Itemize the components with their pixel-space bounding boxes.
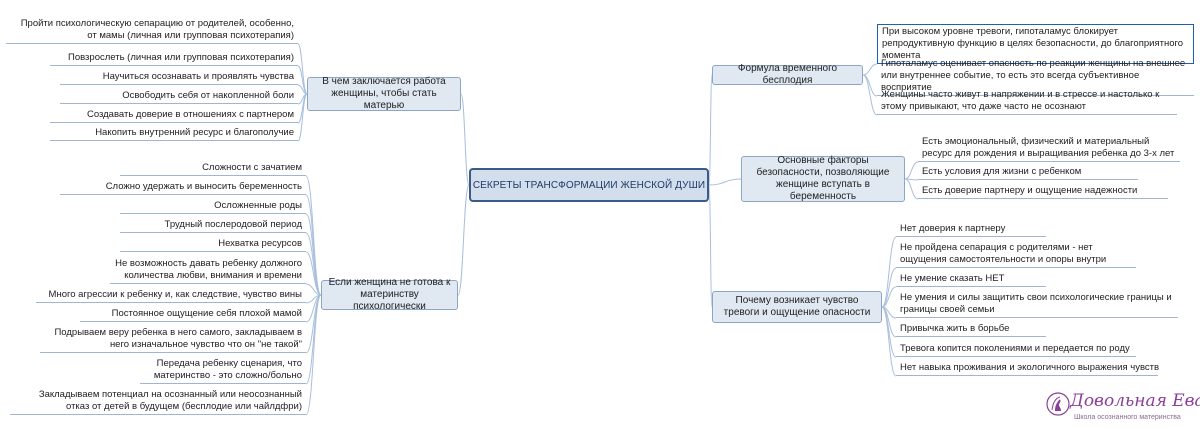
notready-item-7[interactable]: Много агрессии к ребенку и, как следстви… — [36, 289, 306, 303]
branch-safety-factors[interactable]: Основные факторы безопасности, позволяющ… — [741, 155, 905, 202]
branch-work-to-become-mother[interactable]: В чем заключается работа женщины, чтобы … — [307, 76, 461, 111]
notready-item-11[interactable]: Закладываем потенциал на осознанный или … — [10, 389, 306, 415]
anxiety-item-2[interactable]: Не пройдена сепарация с родителями - нет… — [896, 242, 1136, 268]
notready-item-1[interactable]: Сложности с зачатием — [120, 162, 306, 176]
connector-27 — [708, 184, 713, 308]
safety-item-1[interactable]: Есть эмоциональный, физический и материа… — [918, 136, 1180, 162]
safety-item-2[interactable]: Есть условия для жизни с ребенком — [918, 166, 1138, 180]
anxiety-item-7[interactable]: Нет навыка проживания и экологичного выр… — [896, 362, 1159, 376]
connector-1 — [297, 43, 308, 95]
connector-22 — [862, 74, 878, 116]
formula-item-2[interactable]: Гипоталамус оценивает опасность по реакц… — [877, 58, 1194, 96]
notready-item-9[interactable]: Подрываем веру ребенка в него самого, за… — [40, 327, 306, 353]
notready-item-6[interactable]: Не возможность давать ребенку должного к… — [110, 258, 306, 284]
branch-temporary-infertility-formula[interactable]: Формула временного бесплодия — [712, 63, 863, 86]
connector-24 — [904, 161, 919, 180]
connector-26 — [904, 178, 919, 200]
connector-19 — [708, 74, 713, 186]
work-item-1[interactable]: Пройти психологическую сепарацию от роди… — [6, 18, 298, 44]
notready-item-10[interactable]: Передача ребенку сценария, что материнст… — [140, 358, 306, 384]
connector-9 — [305, 194, 322, 296]
anxiety-item-4[interactable]: Не умения и силы защитить свои психологи… — [896, 292, 1178, 318]
connector-34 — [881, 306, 897, 377]
connector-33 — [881, 306, 897, 358]
work-item-3[interactable]: Научиться осознавать и проявлять чувства — [60, 71, 298, 85]
notready-item-4[interactable]: Трудный послеродовой период — [120, 219, 306, 233]
school-logo: Довольная Ева Школа осознанного материнс… — [1046, 390, 1200, 428]
work-item-5[interactable]: Создавать доверие в отношениях с партнер… — [50, 109, 298, 123]
notready-item-2[interactable]: Сложно удержать и выносить беременность — [60, 181, 306, 195]
logo-title: Довольная Ева — [1070, 391, 1200, 411]
connector-6 — [297, 93, 308, 142]
connector-18 — [305, 294, 322, 416]
woman-silhouette-icon — [1046, 392, 1070, 416]
formula-item-3[interactable]: Женщины часто живут в напряжении и в стр… — [877, 89, 1177, 115]
work-item-6[interactable]: Накопить внутренний ресурс и благополучи… — [50, 127, 298, 141]
connector-30 — [881, 286, 897, 308]
anxiety-item-1[interactable]: Нет доверия к партнеру — [896, 223, 1046, 237]
work-item-2[interactable]: Повзрослеть (личная или групповая психот… — [50, 52, 298, 66]
connector-2 — [297, 65, 308, 95]
connector-20 — [862, 63, 878, 76]
connector-12 — [305, 251, 322, 296]
safety-item-3[interactable]: Есть доверие партнеру и ощущение надежно… — [918, 185, 1168, 199]
branch-not-ready[interactable]: Если женщина не готова к материнству пси… — [321, 277, 458, 312]
anxiety-item-5[interactable]: Привычка жить в борьбе — [896, 323, 1046, 337]
logo-subtitle: Школа осознанного материнства — [1074, 414, 1181, 421]
notready-item-3[interactable]: Осложненные роды — [120, 200, 306, 214]
connector-0 — [460, 93, 470, 186]
formula-item-1[interactable]: При высоком уровне тревоги, гипоталамус … — [877, 24, 1194, 64]
branch-why-anxiety[interactable]: Почему возникает чувство тревоги и ощуще… — [712, 291, 882, 323]
anxiety-item-6[interactable]: Тревога копится поколениями и передается… — [896, 343, 1136, 357]
connector-7 — [457, 184, 470, 296]
connector-23 — [708, 178, 742, 186]
notready-item-8[interactable]: Постоянное ощущение себя плохой мамой — [80, 308, 306, 322]
central-topic[interactable]: СЕКРЕТЫ ТРАНСФОРМАЦИИ ЖЕНСКОЙ ДУШИ — [469, 168, 709, 202]
notready-item-5[interactable]: Нехватка ресурсов — [120, 238, 306, 252]
anxiety-item-3[interactable]: Не умение сказать НЕТ — [896, 273, 1046, 287]
work-item-4[interactable]: Освободить себя от накопленной боли — [60, 90, 298, 104]
connector-29 — [881, 267, 897, 308]
